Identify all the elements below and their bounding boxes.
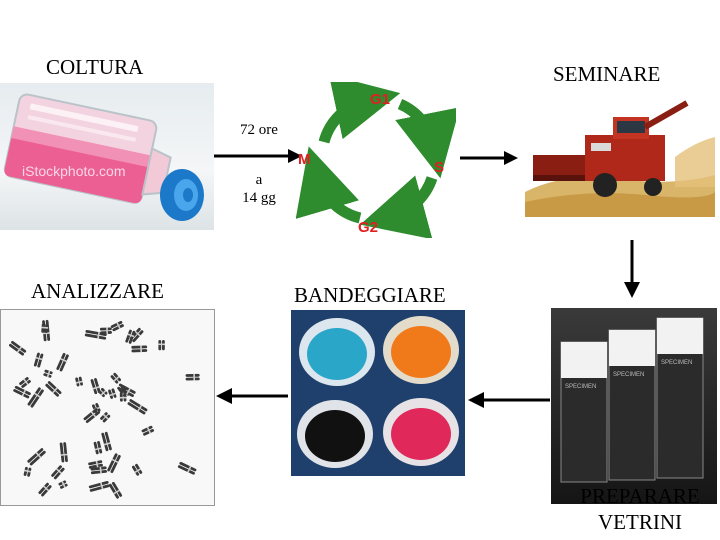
step-label-seminare: SEMINARE <box>553 62 661 86</box>
chromosome <box>75 376 83 387</box>
label-line-1: PREPARARE <box>580 484 700 508</box>
chromosome <box>84 329 107 340</box>
chromosome <box>90 378 101 395</box>
chromosome <box>110 372 121 384</box>
phase-g1: G1 <box>370 91 390 108</box>
timing-hours: 72 ore <box>240 122 278 138</box>
cycle-arrow-g1-s <box>395 98 456 179</box>
chromosome <box>27 387 44 408</box>
harvester-image <box>525 97 715 217</box>
step-label-bandeggiare: BANDEGGIARE <box>294 283 446 307</box>
chromosome <box>19 377 31 388</box>
svg-text:SPECIMEN: SPECIMEN <box>565 384 596 390</box>
slide-3: SPECIMEN <box>656 317 704 479</box>
chromosome <box>131 463 143 476</box>
cycle-arrow-m-g1 <box>318 82 401 144</box>
chromosome <box>41 323 49 334</box>
chromosome <box>59 442 68 463</box>
phase-g2: G2 <box>358 219 378 236</box>
chromosome <box>8 340 27 356</box>
slide-1: SPECIMEN <box>560 341 608 483</box>
chromosome <box>23 466 32 477</box>
chromosome <box>88 460 103 469</box>
chromosome <box>107 453 121 474</box>
chromosome <box>43 369 53 378</box>
arrow-right-1 <box>214 149 302 163</box>
chromosome <box>93 441 103 455</box>
chromosome <box>127 399 148 415</box>
chromosome <box>108 388 117 399</box>
chromosome <box>131 345 148 353</box>
chromosome <box>119 392 127 402</box>
label-line-2: VETRINI <box>598 510 682 534</box>
dish-cyan <box>299 318 375 386</box>
chromosome-spread-image <box>0 309 215 506</box>
chromosome <box>83 408 101 423</box>
culture-flask-photo: iStockphoto.com <box>0 83 214 230</box>
cell-cycle-diagram: G1 S G2 M <box>296 82 456 238</box>
step-label-coltura: COLTURA <box>46 55 144 79</box>
watermark-text: iStockphoto.com <box>22 163 126 179</box>
chromosome <box>177 461 197 475</box>
chromosome <box>56 352 69 372</box>
chromosome <box>27 448 46 466</box>
chromosome <box>141 425 155 436</box>
svg-text:SPECIMEN: SPECIMEN <box>613 372 644 378</box>
arrow-left-1 <box>216 388 288 404</box>
arrow-left-2 <box>468 392 550 408</box>
chromosome <box>58 480 68 489</box>
chromosome <box>51 465 65 480</box>
timing-a: a <box>255 172 263 188</box>
chromosome <box>108 481 123 499</box>
chromosome <box>90 466 108 475</box>
dish-black <box>297 400 373 468</box>
step-label-analizzare: ANALIZZARE <box>31 279 164 303</box>
chromosome <box>110 320 124 332</box>
phase-m: M <box>298 151 311 168</box>
chromosome <box>101 431 112 452</box>
chromosome <box>100 412 111 423</box>
staining-dishes-image <box>291 310 465 476</box>
dish-orange <box>383 316 459 384</box>
cycle-arrow-g2-m <box>296 146 362 224</box>
arrow-right-2 <box>460 151 518 165</box>
timing-days: 14 gg <box>242 190 276 206</box>
phase-s: S <box>434 159 444 176</box>
arrow-down <box>624 240 640 298</box>
chromosome <box>158 340 165 351</box>
microscope-slides-image: SPECIMEN SPECIMEN SPECIMEN <box>551 308 717 504</box>
chromosome <box>185 373 200 381</box>
chromosome <box>38 482 52 497</box>
svg-text:SPECIMEN: SPECIMEN <box>661 360 692 366</box>
dish-magenta <box>383 398 459 466</box>
slide-2: SPECIMEN <box>608 329 656 481</box>
step-label-preparare-vetrini: PREPARARE VETRINI <box>560 483 720 535</box>
cycle-arrow-s-g2 <box>360 175 438 238</box>
chromosome <box>13 385 31 399</box>
chromosome <box>125 329 136 344</box>
chromosome <box>33 352 44 368</box>
chromosome <box>88 480 110 492</box>
chromosome <box>45 381 62 397</box>
chromosome <box>117 383 136 397</box>
